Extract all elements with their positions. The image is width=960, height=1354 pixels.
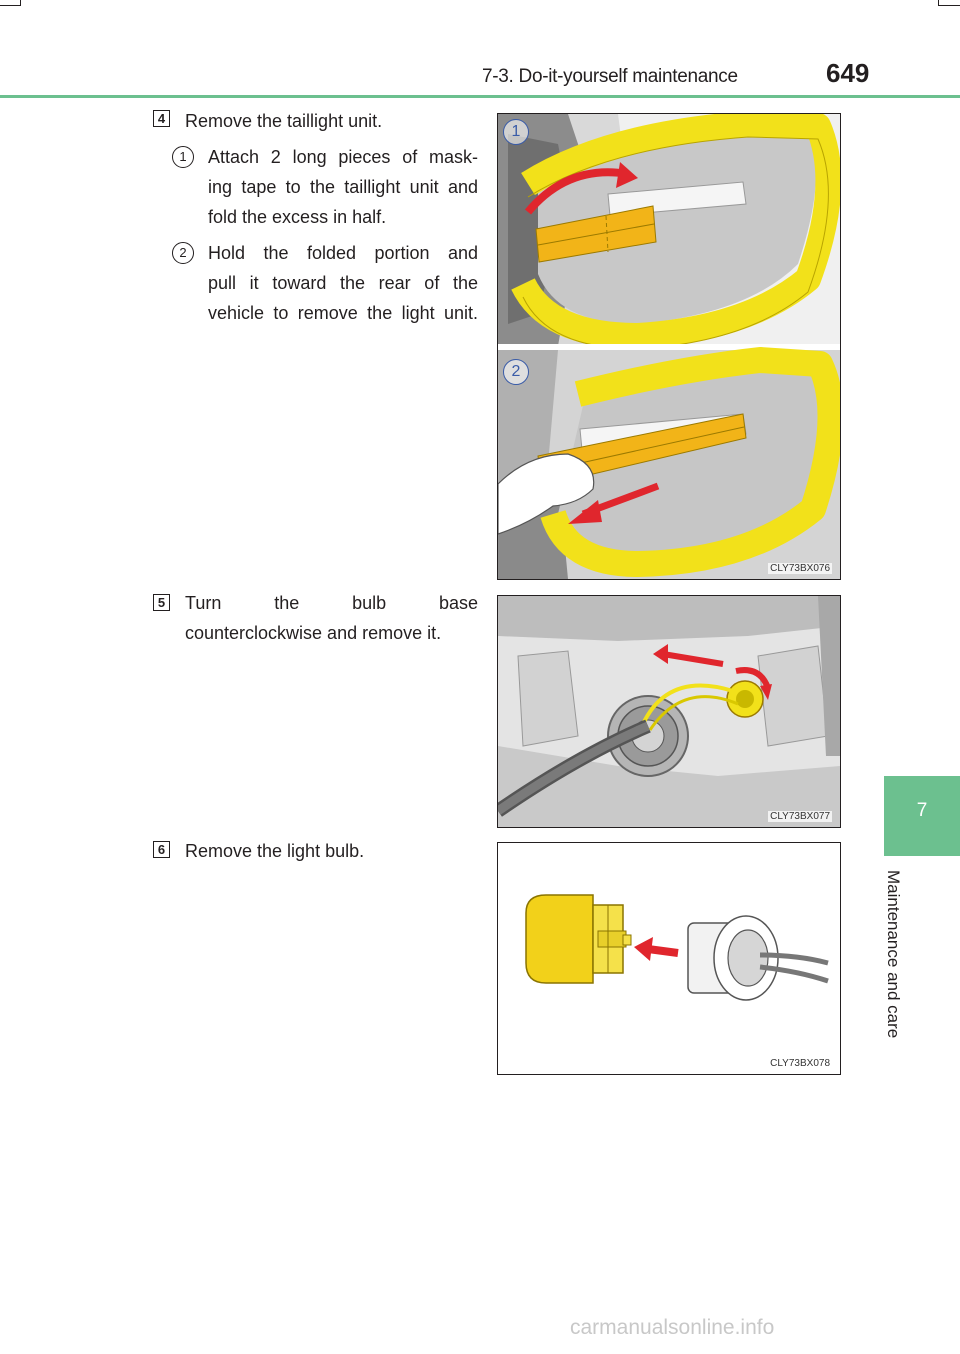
bulb-removal-illustration [498, 843, 840, 1074]
substep-line: Hold the folded portion and [208, 243, 478, 263]
step-number-box: 6 [153, 841, 170, 858]
watermark: carmanualsonline.info [570, 1316, 775, 1339]
page-number: 649 [826, 58, 870, 88]
crop-mark [20, 0, 21, 6]
crop-mark [938, 5, 960, 6]
step-line: counterclockwise and remove it. [185, 623, 442, 643]
chapter-title-vertical: Maintenance and care [884, 870, 918, 1060]
figure-code: CLY73BX078 [768, 1058, 832, 1069]
crop-mark [938, 0, 939, 6]
step-number-box: 4 [153, 110, 170, 127]
bulb-removal-figure: CLY73BX078 [497, 842, 841, 1075]
bulb-base-figure: CLY73BX077 [497, 595, 841, 828]
chapter-title: Maintenance and care [884, 870, 903, 1039]
step-number-box: 5 [153, 594, 170, 611]
step-text: Remove the light bulb. [185, 841, 365, 861]
crop-mark [0, 5, 20, 6]
chapter-tab: 7 [884, 776, 960, 856]
figure-code: CLY73BX077 [768, 811, 832, 822]
substep-number: 2 [172, 242, 194, 264]
substep-line: vehicle to remove the light unit. [208, 303, 478, 323]
chapter-number: 7 [916, 800, 928, 821]
substep-line: pull it toward the rear of the [208, 273, 478, 293]
figure-callout: 1 [503, 119, 529, 145]
substep-number: 1 [172, 146, 194, 168]
substep-line: ing tape to the taillight unit and [208, 177, 478, 197]
substep-line: fold the excess in half. [208, 207, 387, 227]
step-text: Remove the taillight unit. [185, 111, 383, 131]
substep-line: Attach 2 long pieces of mask- [208, 147, 478, 167]
figure-code: CLY73BX076 [768, 563, 832, 574]
taillight-removal-figure: 1 2 CLY73BX076 [497, 113, 841, 580]
figure-callout: 2 [503, 359, 529, 385]
section-title: 7-3. Do-it-yourself maintenance [482, 66, 738, 87]
step-line: Turn the bulb base [185, 593, 478, 613]
header-rule [0, 95, 960, 98]
bulb-base-illustration [498, 596, 840, 827]
taillight-illustration [498, 114, 840, 579]
